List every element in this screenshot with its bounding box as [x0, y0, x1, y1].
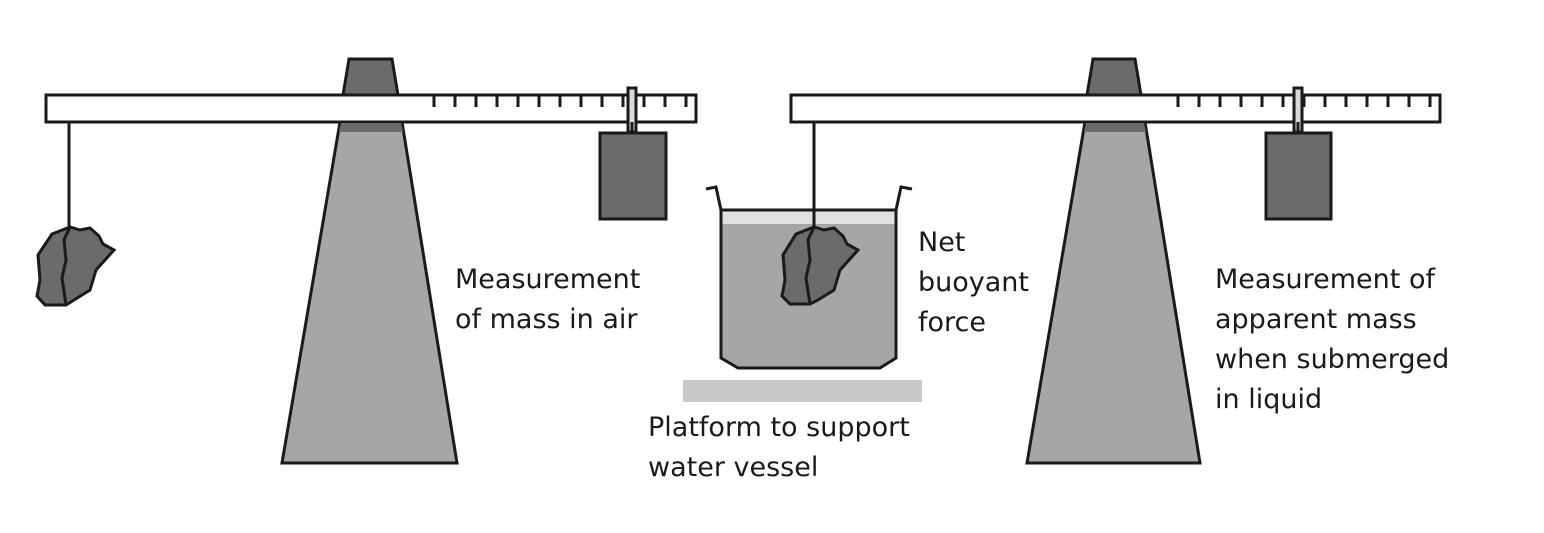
right-stand: [1025, 120, 1202, 465]
left-stand-cap: [341, 57, 400, 97]
label-platform: Platform to support water vessel: [648, 408, 910, 488]
label-mass-in-air-line-1: Measurement: [455, 264, 641, 295]
left-stand: [280, 120, 459, 465]
label-net-buoyant-force-line-3: force: [918, 307, 986, 338]
label-net-buoyant-force-line-1: Net: [918, 227, 966, 258]
label-mass-in-air-line-2: of mass in air: [455, 304, 638, 335]
right-balance: [789, 57, 1442, 465]
left-rock: [35, 225, 117, 307]
label-mass-in-air: Measurement of mass in air: [455, 260, 640, 340]
water-vessel: [705, 185, 913, 370]
label-apparent-mass: Measurement of apparent mass when submer…: [1215, 260, 1449, 420]
right-scale-ticks: [1176, 96, 1432, 107]
label-apparent-mass-line-1: Measurement of: [1215, 264, 1435, 295]
submerged-rock: [780, 225, 861, 306]
right-beam: [789, 93, 1442, 124]
label-platform-line-2: water vessel: [648, 452, 819, 483]
left-counterweight: [598, 131, 668, 221]
left-beam-shadow: [339, 123, 403, 132]
right-beam-shadow: [1084, 123, 1146, 132]
right-counterweight: [1264, 131, 1333, 221]
label-platform-line-1: Platform to support: [648, 412, 910, 443]
left-beam: [44, 93, 698, 124]
platform: [683, 380, 922, 402]
label-net-buoyant-force: Net buoyant force: [918, 223, 1029, 343]
label-apparent-mass-line-2: apparent mass: [1215, 304, 1417, 335]
water-vessel-group: [683, 122, 922, 402]
left-balance: [35, 57, 698, 465]
left-scale-ticks: [432, 96, 688, 107]
label-apparent-mass-line-4: in liquid: [1215, 384, 1323, 415]
label-apparent-mass-line-3: when submerged: [1215, 344, 1450, 375]
right-stand-cap: [1085, 57, 1143, 97]
water-surface: [721, 210, 896, 224]
label-net-buoyant-force-line-2: buoyant: [918, 267, 1029, 298]
